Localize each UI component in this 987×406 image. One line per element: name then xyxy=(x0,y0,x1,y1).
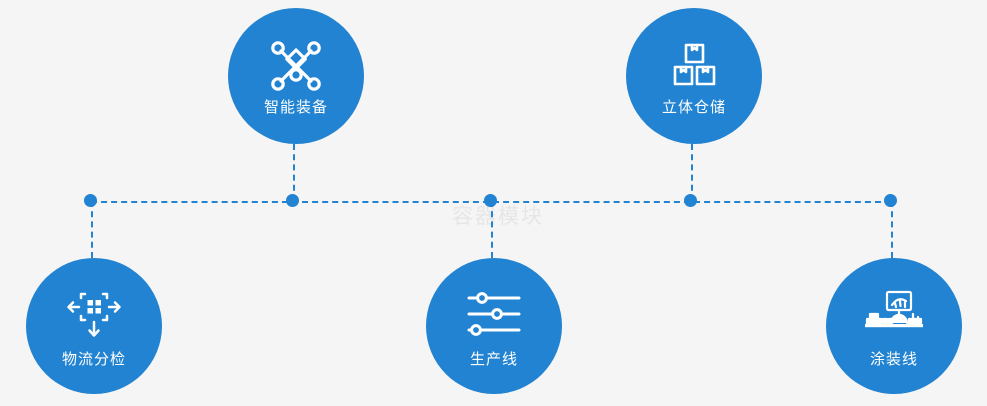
node-production-line[interactable]: 生产线 xyxy=(426,258,562,394)
junction-dot-left xyxy=(84,194,97,207)
branch-line-smart-equipment xyxy=(293,144,295,201)
junction-dot-right xyxy=(884,194,897,207)
junction-dot-center xyxy=(484,194,497,207)
junction-dot-ware xyxy=(684,194,697,207)
branch-line-logistics-sorting xyxy=(91,201,93,258)
node-label-logistics-sorting: 物流分检 xyxy=(61,350,126,368)
node-stereo-warehouse[interactable]: 立体仓储 xyxy=(626,8,762,144)
branch-line-stereo-warehouse xyxy=(691,144,693,201)
node-label-stereo-warehouse: 立体仓储 xyxy=(661,98,726,116)
watermark-text: 容器模块 xyxy=(452,205,544,228)
node-label-coating-line: 涂装线 xyxy=(869,350,918,368)
node-label-production-line: 生产线 xyxy=(469,350,518,368)
sorting-arrows-icon xyxy=(66,286,122,342)
node-label-smart-equipment: 智能装备 xyxy=(263,98,328,116)
network-nodes-icon xyxy=(269,38,323,94)
sliders-icon xyxy=(466,286,522,342)
stacked-boxes-icon xyxy=(668,38,720,94)
branch-line-coating-line xyxy=(891,201,893,258)
node-smart-equipment[interactable]: 智能装备 xyxy=(228,8,364,144)
junction-dot-smart xyxy=(286,194,299,207)
node-logistics-sorting[interactable]: 物流分检 xyxy=(26,258,162,394)
factory-monitor-icon xyxy=(865,286,923,342)
node-coating-line[interactable]: 涂装线 xyxy=(826,258,962,394)
branch-line-production-line xyxy=(491,201,493,258)
